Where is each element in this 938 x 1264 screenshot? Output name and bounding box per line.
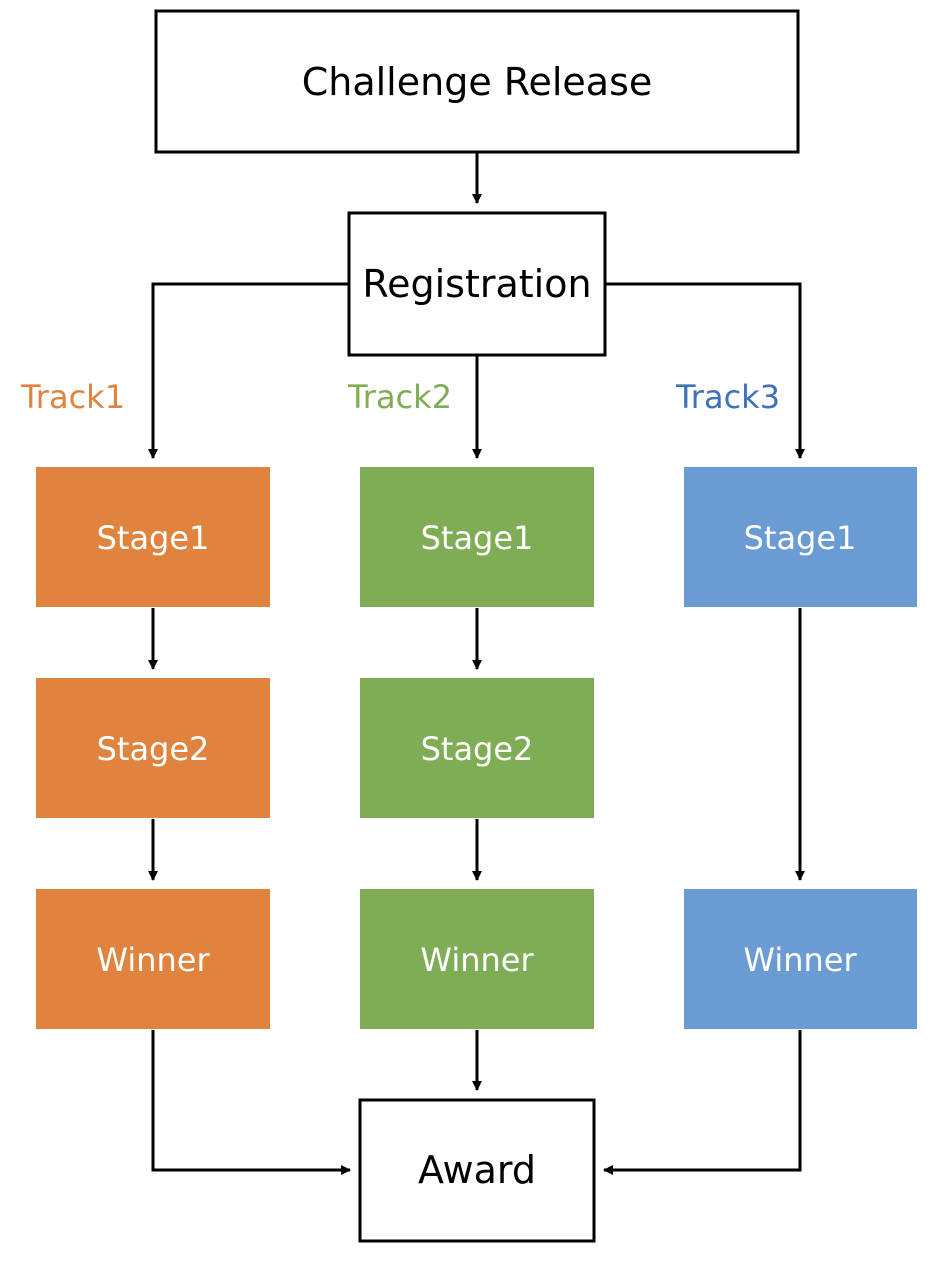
track3-stage1-node: Stage1 xyxy=(684,467,917,607)
arrow-registration-to-track3 xyxy=(605,282,805,459)
challenge-release-label: Challenge Release xyxy=(302,60,653,104)
track1-winner-node: Winner xyxy=(36,889,270,1029)
registration-label: Registration xyxy=(362,262,591,306)
track2-winner-node: Winner xyxy=(360,889,594,1029)
arrow-t3-winner-to-award xyxy=(603,1030,802,1175)
track2-stage1-node: Stage1 xyxy=(360,467,594,607)
challenge-release-node: Challenge Release xyxy=(154,9,800,154)
connectors xyxy=(148,152,805,1175)
track3-winner-node: Winner xyxy=(684,889,917,1029)
award-label: Award xyxy=(418,1148,536,1192)
track2-stage2-node: Stage2 xyxy=(360,678,594,818)
track2-stage1-label: Stage1 xyxy=(421,519,534,557)
arrow-registration-to-track1 xyxy=(148,282,349,459)
track3-label: Track3 xyxy=(675,378,780,416)
track3-winner-label: Winner xyxy=(743,941,857,979)
track1-winner-label: Winner xyxy=(96,941,210,979)
track3-stage1-label: Stage1 xyxy=(744,519,857,557)
track2-stage2-label: Stage2 xyxy=(421,730,534,768)
track1-stage2-label: Stage2 xyxy=(97,730,210,768)
track2-winner-label: Winner xyxy=(420,941,534,979)
track2-label: Track2 xyxy=(347,378,452,416)
track1-stage2-node: Stage2 xyxy=(36,678,270,818)
award-node: Award xyxy=(358,1098,596,1243)
track1-stage1-node: Stage1 xyxy=(36,467,270,607)
arrow-t1-winner-to-award xyxy=(151,1030,351,1175)
track1-label: Track1 xyxy=(20,378,125,416)
registration-node: Registration xyxy=(347,211,607,357)
track1-stage1-label: Stage1 xyxy=(97,519,210,557)
